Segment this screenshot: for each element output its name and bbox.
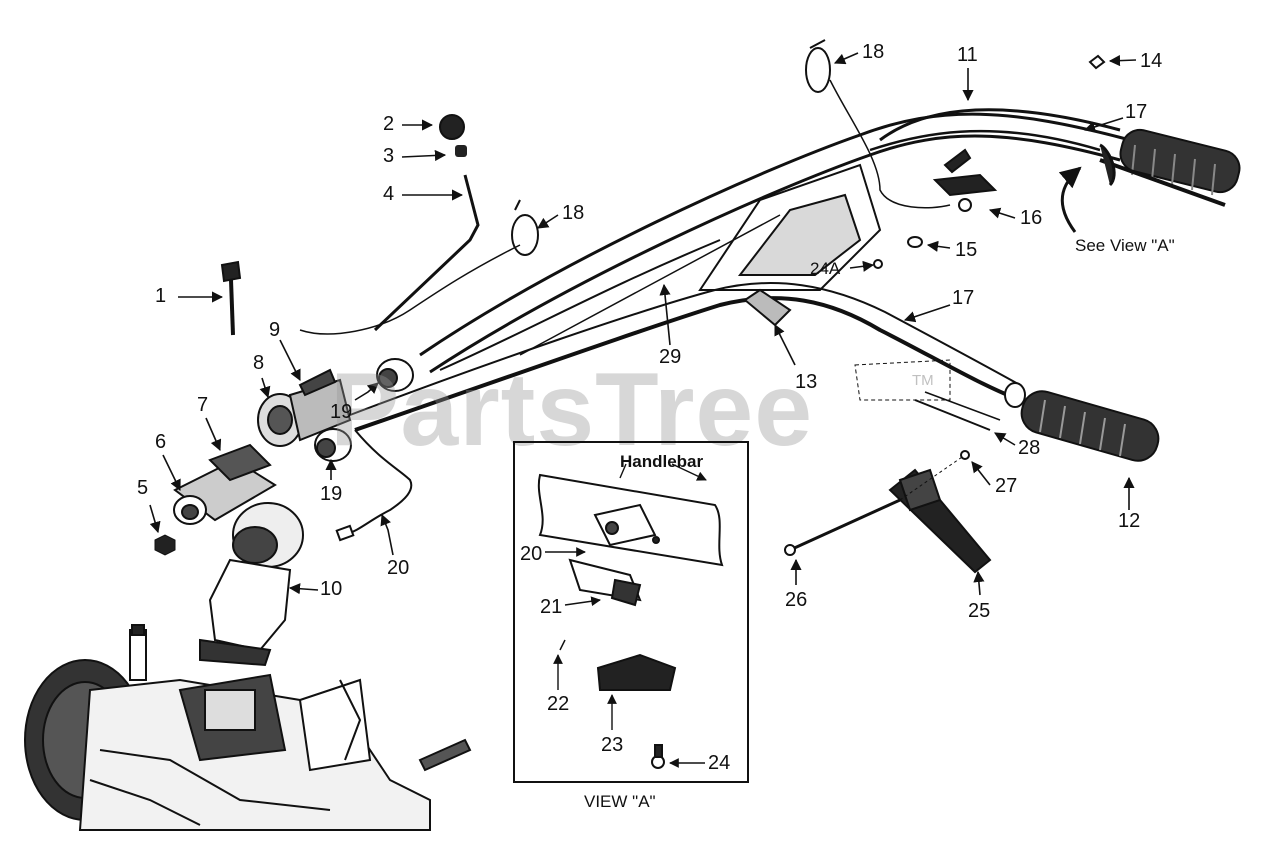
callout-4: 4: [383, 183, 395, 205]
callout-18-middle: 18: [562, 202, 585, 224]
handle-pivot-assembly: [173, 443, 277, 525]
frame-brace: [439, 239, 721, 371]
callout-7: 7: [197, 394, 209, 416]
throttle-lever-assembly: [932, 148, 998, 212]
wire-harness: [344, 429, 413, 536]
inset-callout-20: 20: [520, 543, 543, 565]
callout-6: 6: [155, 431, 167, 453]
callout-25: 25: [968, 600, 991, 622]
callout-17-upper: 17: [1125, 101, 1148, 123]
view-a-caption: VIEW "A": [584, 792, 656, 811]
link-rod: [914, 399, 991, 431]
inset-callout-21: 21: [540, 596, 563, 618]
height-adjust-clamp: [257, 368, 352, 447]
lower-hand-grip: [1020, 390, 1160, 462]
callout-9: 9: [269, 319, 281, 341]
drive-lever: [888, 468, 992, 574]
callout-29: 29: [659, 346, 682, 368]
callout-leaders: [149, 52, 1137, 596]
pin-27: [960, 450, 970, 460]
callout-20: 20: [387, 557, 410, 579]
callout-27: 27: [995, 475, 1018, 497]
upper-clutch-lever: [1099, 158, 1226, 207]
handle-mount-casting: [199, 502, 304, 667]
view-a-inset-artwork: [537, 463, 724, 769]
center-bracket: [698, 163, 882, 327]
engine-assembly: [24, 624, 472, 831]
callout-28: 28: [1018, 437, 1041, 459]
washer-15: [907, 236, 923, 248]
trademark-symbol: TM: [912, 372, 934, 389]
callout-18-upper: 18: [862, 41, 885, 63]
screw-14: [1088, 54, 1106, 70]
callout-14: 14: [1140, 50, 1163, 72]
callout-5: 5: [137, 477, 149, 499]
control-cable: [829, 79, 951, 209]
callout-2: 2: [383, 113, 395, 135]
callout-1: 1: [155, 285, 167, 307]
callout-17-lower: 17: [952, 287, 975, 309]
callout-12: 12: [1118, 510, 1141, 532]
callout-19-upper: 19: [330, 401, 353, 423]
inset-callout-23: 23: [601, 734, 624, 756]
pivot-bolt: [789, 498, 901, 552]
upper-handlebar-tube: [419, 112, 1131, 374]
callout-11: 11: [957, 44, 978, 66]
inset-callout-24: 24: [708, 752, 731, 774]
see-view-a-note: See View "A": [1075, 236, 1175, 255]
cotter-24a: [873, 259, 883, 269]
callout-26: 26: [785, 589, 808, 611]
shift-knob: [439, 114, 465, 140]
handlebar-bolt: [220, 260, 242, 336]
cable-clip-middle: [511, 199, 539, 256]
callout-8: 8: [253, 352, 265, 374]
callout-13: 13: [795, 371, 818, 393]
hex-nut: [154, 534, 176, 556]
handle-bushings: [314, 358, 414, 462]
upper-hand-grip: [1119, 128, 1241, 196]
callout-15: 15: [955, 239, 978, 261]
callout-16: 16: [1020, 207, 1043, 229]
cable-clip-upper: [805, 39, 831, 93]
throttle-cable: [299, 244, 521, 335]
handlebar-upper-bar: [879, 108, 1121, 142]
watermark: PartsTree: [330, 352, 814, 468]
callout-19-lower: 19: [320, 483, 343, 505]
callout-3: 3: [383, 145, 395, 167]
lower-tube-end: [1004, 382, 1026, 408]
lower-bracket-plate: [854, 359, 951, 401]
inset-callout-22: 22: [547, 693, 570, 715]
callout-10: 10: [320, 578, 343, 600]
view-a-inset: [513, 441, 749, 783]
callout-24a: 24A: [810, 259, 841, 278]
shift-rod: [373, 174, 480, 332]
inset-handlebar-label: Handlebar: [620, 452, 704, 471]
